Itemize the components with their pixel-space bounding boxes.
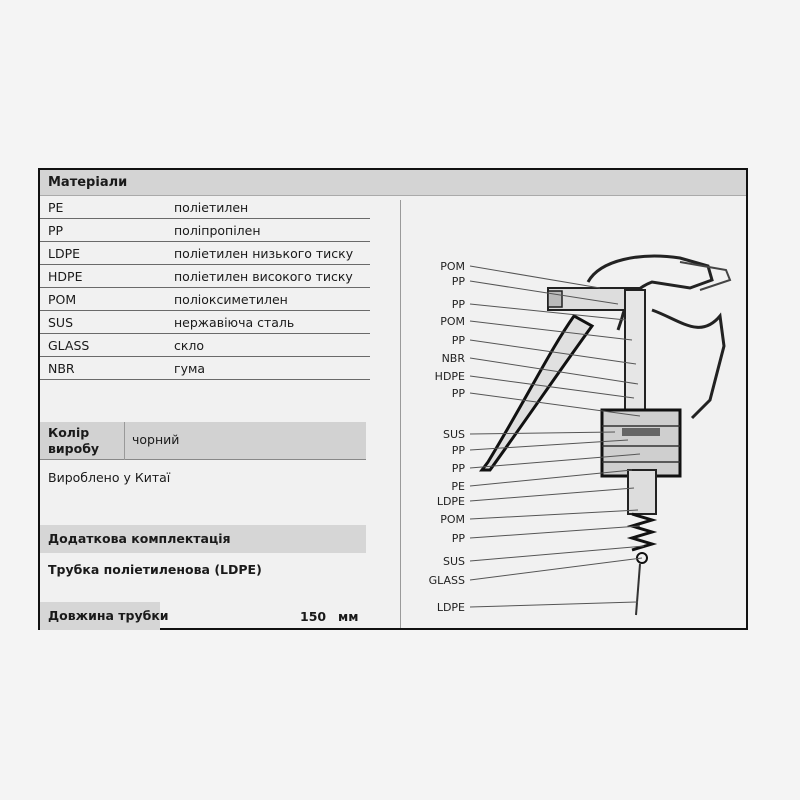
callout-leader-line bbox=[469, 265, 601, 289]
materials-header: Матеріали bbox=[40, 170, 746, 196]
tube-length-unit: мм bbox=[338, 609, 359, 624]
seal-ring bbox=[622, 428, 660, 436]
callout-leader-line bbox=[469, 509, 639, 520]
tube-description: Трубка поліетиленова (LDPE) bbox=[48, 562, 262, 577]
material-code: NBR bbox=[40, 358, 164, 380]
callout-leader-line bbox=[469, 557, 643, 581]
material-code: POM bbox=[40, 289, 164, 311]
dip-tube bbox=[635, 563, 641, 616]
closure-cap bbox=[600, 408, 682, 478]
sprayer-cover bbox=[679, 261, 732, 291]
callout-leader-line bbox=[469, 339, 637, 365]
material-name: скло bbox=[164, 335, 370, 357]
callout-leader-line bbox=[469, 375, 635, 399]
column-divider bbox=[400, 200, 401, 628]
callout-leader-line bbox=[469, 392, 641, 417]
material-name: поліетилен низького тиску bbox=[164, 243, 370, 265]
tube-length-value: 150 bbox=[300, 609, 327, 624]
material-name: нержавіюча сталь bbox=[164, 312, 370, 334]
callout-label: POM bbox=[440, 260, 465, 273]
callout-leader-line bbox=[469, 601, 639, 608]
material-row: NBR гума bbox=[40, 358, 370, 381]
callout-leader-line bbox=[469, 303, 627, 321]
material-row: SUS нержавіюча сталь bbox=[40, 312, 370, 335]
callout-label: SUS bbox=[443, 428, 465, 441]
material-code: LDPE bbox=[40, 243, 164, 265]
callout-label: NBR bbox=[442, 352, 466, 365]
material-name: поліетилен bbox=[164, 197, 370, 219]
material-name: поліоксиметилен bbox=[164, 289, 370, 311]
material-row: PP поліпропілен bbox=[40, 220, 370, 243]
callout-label: PE bbox=[451, 480, 465, 493]
product-color-divider bbox=[124, 422, 125, 460]
callout-leader-line bbox=[469, 320, 633, 341]
made-in-text: Вироблено у Китаї bbox=[48, 470, 171, 485]
callout-label: PP bbox=[452, 298, 466, 311]
callout-leader-line bbox=[469, 431, 616, 435]
callout-leader-line bbox=[469, 545, 645, 562]
material-code: GLASS bbox=[40, 335, 164, 357]
callout-leader-line bbox=[469, 525, 641, 539]
sprayer-diagram bbox=[479, 254, 732, 616]
callout-label: LDPE bbox=[437, 495, 465, 508]
material-code: PP bbox=[40, 220, 164, 242]
callout-leader-line bbox=[469, 280, 619, 305]
callout-label: PP bbox=[452, 532, 466, 545]
extras-header: Додаткова комплектація bbox=[40, 525, 366, 553]
spring bbox=[626, 512, 658, 552]
product-color-label: Колір виробу bbox=[48, 425, 100, 456]
material-row: POM поліоксиметилен bbox=[40, 289, 370, 312]
material-row: GLASS скло bbox=[40, 335, 370, 358]
callout-layer: POM PP PP POM PP NBR HDPE PP SUS PP PP PE LDPE POM PP S… bbox=[429, 260, 645, 614]
spec-left-column: PE поліетилен PP поліпропілен LDPE поліе… bbox=[40, 170, 370, 630]
material-row: PE поліетилен bbox=[40, 197, 370, 220]
trigger bbox=[479, 314, 595, 472]
product-color-value: чорний bbox=[132, 432, 180, 447]
callout-label: GLASS bbox=[429, 574, 465, 587]
sprayer-body-side bbox=[651, 308, 726, 420]
material-row: LDPE поліетилен низького тиску bbox=[40, 243, 370, 266]
material-name: поліетилен високого тиску bbox=[164, 266, 370, 288]
tube-length-label: Довжина трубки bbox=[40, 602, 169, 630]
callout-label: SUS bbox=[443, 555, 465, 568]
callout-leader-line bbox=[469, 453, 641, 469]
callout-leader-line bbox=[469, 487, 635, 502]
callout-label: LDPE bbox=[437, 601, 465, 614]
product-color-box: Колір виробу чорний bbox=[40, 422, 366, 460]
material-name: гума bbox=[164, 358, 370, 380]
callout-label: PP bbox=[452, 462, 466, 475]
material-code: HDPE bbox=[40, 266, 164, 288]
glass-ball bbox=[636, 552, 648, 564]
callout-label: PP bbox=[452, 444, 466, 457]
callout-leader-line bbox=[469, 439, 629, 451]
material-code: PE bbox=[40, 197, 164, 219]
callout-label: POM bbox=[440, 513, 465, 526]
callout-label: PP bbox=[452, 387, 466, 400]
pump-cylinder bbox=[627, 469, 657, 515]
callout-label: POM bbox=[440, 315, 465, 328]
material-name: поліпропілен bbox=[164, 220, 370, 242]
material-row: HDPE поліетилен високого тиску bbox=[40, 266, 370, 289]
callout-label: HDPE bbox=[435, 370, 465, 383]
callout-label: PP bbox=[452, 334, 466, 347]
callout-label: PP bbox=[452, 275, 466, 288]
spec-sheet: Матеріали PE поліетилен PP поліпропілен … bbox=[38, 168, 748, 630]
callout-leader-line bbox=[469, 357, 639, 385]
callout-leader-line bbox=[469, 469, 633, 487]
material-code: SUS bbox=[40, 312, 164, 334]
